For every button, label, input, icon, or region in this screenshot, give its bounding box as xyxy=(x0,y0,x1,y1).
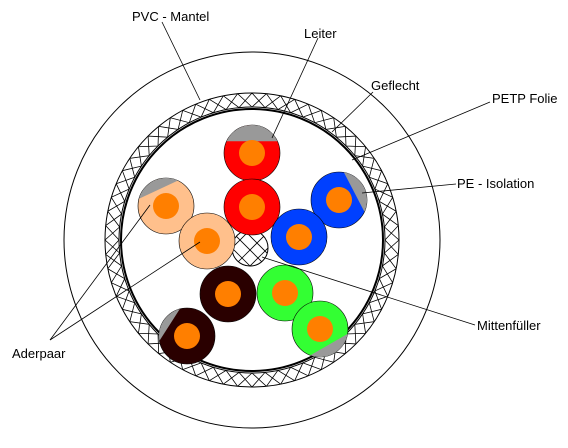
core-marker-stripe xyxy=(158,309,180,341)
core-conductor xyxy=(239,140,265,166)
peach-core-outer xyxy=(137,177,195,235)
label-geflecht: Geflecht xyxy=(371,78,420,93)
label-mittenfueller: Mittenfüller xyxy=(477,318,541,333)
braid-shield xyxy=(104,92,400,388)
brown-core-inner xyxy=(199,265,257,323)
core-conductor xyxy=(272,280,298,306)
leader-pe-isolation xyxy=(361,183,457,194)
pvc-jacket-outline xyxy=(63,51,441,429)
red-core-outer xyxy=(223,124,281,182)
core-marker-stripe xyxy=(343,172,368,212)
label-leiter: Leiter xyxy=(304,26,337,41)
leader-petp-folie xyxy=(351,101,491,161)
green-core-inner xyxy=(256,264,314,322)
core-conductor xyxy=(307,316,333,342)
blue-core-inner xyxy=(270,208,328,266)
core-conductor xyxy=(194,228,220,254)
green-core-outer xyxy=(291,300,349,358)
core-conductor xyxy=(174,323,200,349)
core-marker-stripe xyxy=(226,124,278,142)
label-pvc-mantel: PVC - Mantel xyxy=(132,9,210,24)
peach-core-inner xyxy=(178,212,236,270)
core-conductor xyxy=(286,224,312,250)
leader-aderpaar-1 xyxy=(49,204,151,341)
brown-core-outer xyxy=(158,307,216,365)
core-marker-stripe xyxy=(139,178,178,199)
core-conductor xyxy=(326,187,352,213)
label-pe-isolation: PE - Isolation xyxy=(457,176,535,191)
leader-mittenfueller xyxy=(261,256,476,326)
leader-lines xyxy=(49,21,491,341)
core-conductor xyxy=(153,193,179,219)
petp-foil xyxy=(120,108,384,372)
core-conductor xyxy=(215,281,241,307)
leader-leiter xyxy=(271,37,319,139)
blue-core-outer xyxy=(310,171,368,229)
leader-geflecht xyxy=(331,91,374,133)
red-core-inner xyxy=(223,178,281,236)
label-aderpaar: Aderpaar xyxy=(12,346,66,361)
leader-aderpaar-2 xyxy=(49,241,201,341)
leader-pvc-mantel xyxy=(161,21,201,101)
label-petp-folie: PETP Folie xyxy=(492,91,558,106)
core-marker-stripe xyxy=(310,333,348,358)
core-conductor xyxy=(239,194,265,220)
